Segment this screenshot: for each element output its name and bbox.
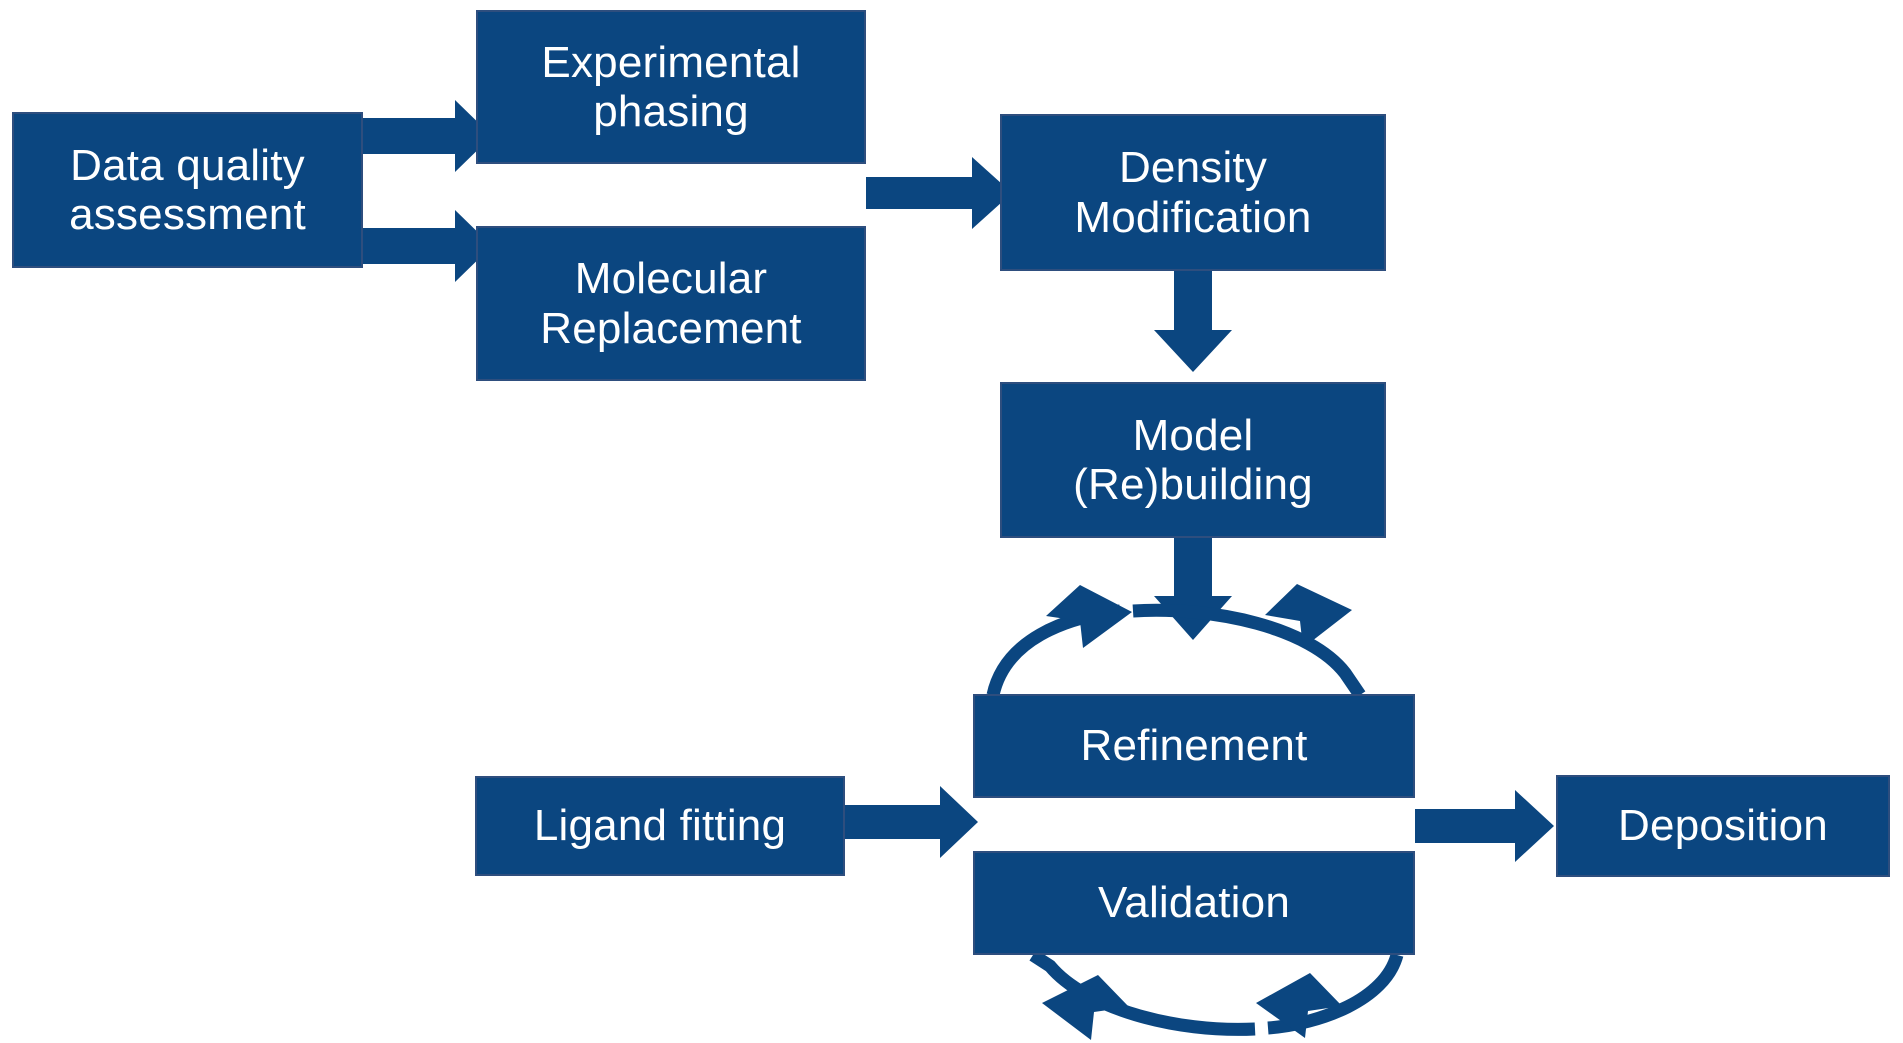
node-data-quality-assessment[interactable]: Data quality assessment — [12, 112, 363, 268]
node-model-rebuilding[interactable]: Model (Re)building — [1000, 382, 1386, 538]
node-validation[interactable]: Validation — [973, 851, 1415, 955]
node-experimental-phasing[interactable]: Experimental phasing — [476, 10, 866, 164]
cycle-arc-top-right — [1132, 603, 1366, 699]
node-label: Refinement — [1080, 721, 1308, 771]
node-refinement[interactable]: Refinement — [973, 694, 1415, 798]
node-label: Data quality assessment — [69, 140, 306, 239]
node-density-modification[interactable]: Density Modification — [1000, 114, 1386, 271]
node-label: Experimental phasing — [541, 37, 801, 136]
arrow-validation-to-deposition — [1415, 790, 1554, 862]
cycle-arrowhead-top-left — [1046, 585, 1132, 648]
node-label: Deposition — [1618, 801, 1828, 851]
cycle-arc-bottom-left — [1029, 949, 1256, 1036]
node-label: Molecular Replacement — [540, 254, 802, 353]
node-label: Ligand fitting — [533, 801, 787, 851]
arrow-ligand-fitting-to-refinement — [845, 786, 978, 858]
node-deposition[interactable]: Deposition — [1556, 775, 1890, 877]
cycle-arc-bottom-right — [1267, 952, 1404, 1035]
arrow-density-modification-to-model-rebuilding — [1154, 270, 1232, 372]
node-ligand-fitting[interactable]: Ligand fitting — [475, 776, 845, 876]
arrow-data-quality-to-experimental-phasing — [363, 100, 492, 172]
node-molecular-replacement[interactable]: Molecular Replacement — [476, 226, 866, 381]
arrow-phasing-to-density-modification — [866, 157, 1012, 229]
arrow-data-quality-to-molecular-replacement — [363, 210, 492, 282]
cycle-arrowhead-top-right — [1265, 584, 1352, 648]
cycle-arrowhead-bottom-left — [1042, 975, 1129, 1040]
node-label: Model (Re)building — [1073, 410, 1313, 509]
node-label: Density Modification — [1074, 143, 1312, 242]
node-label: Validation — [1098, 878, 1290, 928]
cycle-arrowhead-bottom-right — [1256, 973, 1342, 1038]
